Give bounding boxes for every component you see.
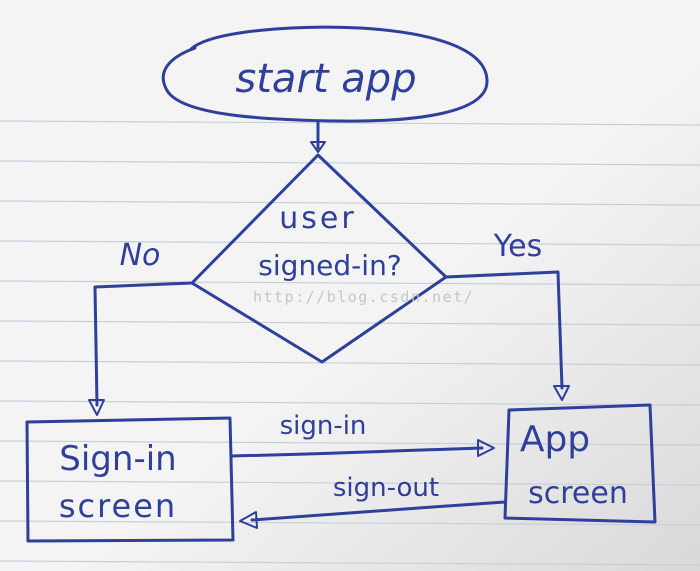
app-screen-label-line2: screen — [528, 476, 628, 511]
ruled-line — [0, 400, 700, 406]
ruled-line — [0, 280, 700, 286]
edge-sign-out-arrowhead — [239, 511, 258, 529]
edge-yes-label: Yes — [493, 229, 542, 264]
decision-diamond — [190, 153, 448, 364]
ruled-line — [0, 200, 700, 206]
ruled-line — [0, 160, 700, 166]
ruled-lines — [0, 120, 700, 566]
app-screen-box — [503, 403, 657, 524]
edge-sign-out: sign-out — [239, 473, 507, 529]
ruled-line — [0, 320, 700, 326]
ruled-line — [0, 560, 700, 566]
edge-yes-line — [444, 270, 564, 390]
edge-sign-in-arrowhead — [477, 439, 495, 457]
ruled-line — [0, 240, 700, 246]
ruled-line — [0, 480, 700, 486]
edge-sign-in-line — [230, 446, 484, 458]
start-label: start app — [235, 56, 416, 102]
decision-label-line2: signed-in? — [258, 249, 401, 282]
edge-sign-out-label: sign-out — [333, 473, 439, 503]
edge-no-label: No — [120, 238, 161, 273]
decision-label-line1: user — [279, 201, 356, 236]
start-node: start app — [161, 25, 489, 123]
signin-screen-node: Sign-in screen — [25, 416, 235, 543]
decision-node: user signed-in? — [190, 153, 448, 364]
signin-screen-box — [25, 416, 235, 543]
edge-yes: Yes — [444, 229, 570, 401]
edge-start-to-decision — [310, 120, 326, 153]
edge-no-line — [93, 281, 194, 407]
edge-no-arrowhead — [88, 399, 105, 416]
app-screen-label-line1: App — [520, 419, 590, 460]
edge-sign-in-label: sign-in — [280, 411, 367, 441]
ruled-line — [0, 440, 700, 446]
signin-screen-label-line2: screen — [59, 487, 177, 525]
ruled-line — [0, 520, 700, 526]
ruled-line — [0, 120, 700, 126]
app-screen-node: App screen — [503, 403, 657, 524]
start-oval — [161, 25, 489, 123]
edge-yes-arrowhead — [553, 385, 570, 401]
edge-start-to-decision-arrowhead — [310, 141, 326, 153]
edge-no: No — [88, 238, 194, 416]
ruled-line — [0, 360, 700, 366]
edge-sign-in: sign-in — [230, 411, 495, 458]
edge-sign-out-line — [250, 500, 507, 522]
watermark: http://blog.csdn.net/ — [253, 288, 474, 306]
signin-screen-label-line1: Sign-in — [59, 439, 176, 479]
